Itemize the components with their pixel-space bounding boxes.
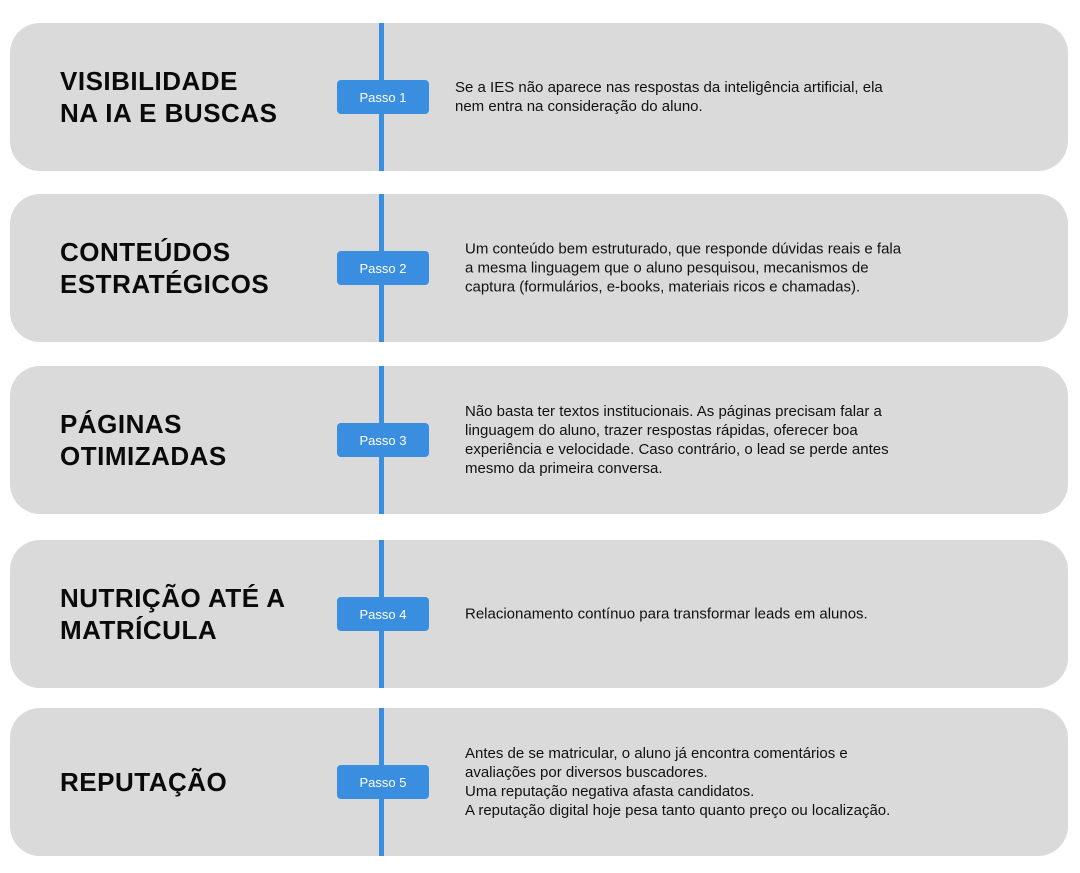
step-description: Um conteúdo bem estruturado, que respond…	[465, 240, 902, 296]
step-badge: Passo 5	[337, 765, 429, 799]
step-description: Antes de se matricular, o aluno já encon…	[465, 745, 891, 819]
step-description: Relacionamento contínuo para transformar…	[465, 605, 868, 623]
step-description: Se a IES não aparece nas respostas da in…	[455, 79, 883, 115]
step-title: REPUTAÇÃO	[60, 767, 228, 797]
step-card-5: REPUTAÇÃO Passo 5 Antes de se matricular…	[10, 708, 1068, 856]
step-title: CONTEÚDOS ESTRATÉGICOS	[60, 237, 270, 299]
step-badge: Passo 1	[337, 80, 429, 114]
step-title: VISIBILIDADE NA IA E BUSCAS	[60, 66, 278, 128]
step-badge: Passo 4	[337, 597, 429, 631]
step-badge: Passo 3	[337, 423, 429, 457]
step-description: Não basta ter textos institucionais. As …	[465, 403, 889, 477]
step-title: PÁGINAS OTIMIZADAS	[60, 409, 227, 471]
step-title: NUTRIÇÃO ATÉ A MATRÍCULA	[60, 583, 286, 645]
step-card-4: NUTRIÇÃO ATÉ A MATRÍCULA Passo 4 Relacio…	[10, 540, 1068, 688]
step-card-2: CONTEÚDOS ESTRATÉGICOS Passo 2 Um conteú…	[10, 194, 1068, 342]
step-card-3: PÁGINAS OTIMIZADAS Passo 3 Não basta ter…	[10, 366, 1068, 514]
step-badge: Passo 2	[337, 251, 429, 285]
step-card-1: VISIBILIDADE NA IA E BUSCAS Passo 1 Se a…	[10, 23, 1068, 171]
